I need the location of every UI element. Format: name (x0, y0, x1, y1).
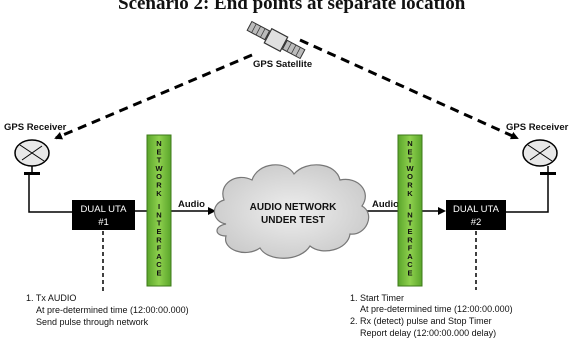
network-interface-letter: N (156, 139, 161, 148)
network-interface-letter: T (408, 219, 413, 228)
note-left-1: 1. Tx AUDIO (26, 293, 76, 303)
cloud-label-line1: AUDIO NETWORK (250, 202, 337, 213)
network-interface-letter: O (407, 172, 413, 181)
network-interface-letter: K (156, 189, 162, 198)
network-interface-letter: R (407, 181, 413, 190)
network-interface-letter: R (407, 235, 413, 244)
network-interface-letter: E (407, 147, 412, 156)
dual-uta-2-box (446, 200, 506, 230)
network-interface-left (146, 134, 172, 287)
audio-network-cloud (213, 164, 370, 259)
network-interface-letter: K (407, 189, 413, 198)
network-interface-letter: E (407, 227, 412, 236)
satellite-icon (246, 20, 306, 60)
cloud-label-line2: UNDER TEST (261, 215, 325, 226)
network-interface-letter: O (156, 172, 162, 181)
dual-uta-1-line2: #1 (98, 217, 109, 228)
network-interface-right (397, 134, 423, 287)
satellite-label: GPS Satellite (253, 59, 312, 70)
note-right-1: 1. Start Timer (350, 293, 404, 303)
network-interface-letter: E (156, 227, 161, 236)
network-interface-letter: T (157, 219, 162, 228)
network-interface-letter: E (407, 269, 412, 278)
note-left-2: At pre-determined time (12:00:00.000) (36, 305, 189, 315)
network-interface-letter: T (157, 156, 162, 165)
network-interface-letter: N (156, 210, 161, 219)
audio-label-left: Audio (178, 199, 205, 210)
network-interface-letter: I (158, 202, 160, 211)
network-interface-letter: T (408, 156, 413, 165)
network-interface-letter: N (407, 210, 412, 219)
network-interface-letter: R (156, 181, 162, 190)
network-interface-letter: F (408, 244, 413, 253)
network-interface-letter: A (156, 252, 162, 261)
network-interface-letter: W (406, 164, 414, 173)
network-interface-letter: N (407, 139, 412, 148)
dual-uta-2-line2: #2 (471, 217, 482, 228)
right-gps-dish-icon (522, 139, 558, 175)
network-interface-letter: F (157, 244, 162, 253)
note-right-2: At pre-determined time (12:00:00.000) (360, 304, 513, 314)
audio-label-right: Audio (372, 199, 399, 210)
left-receiver-label: GPS Receiver (4, 122, 67, 133)
right-receiver-cable (506, 175, 549, 213)
network-interface-letter: E (156, 147, 161, 156)
right-receiver-label: GPS Receiver (506, 122, 569, 133)
note-right-3: 2. Rx (detect) pulse and Stop Timer (350, 316, 492, 326)
note-right-4: Report delay (12:00:00.000 delay) (360, 328, 496, 338)
network-interface-letter: E (156, 269, 161, 278)
satellite-to-left-receiver-link (54, 53, 253, 140)
network-interface-letter: C (407, 260, 413, 269)
network-interface-letter: I (409, 202, 411, 211)
dual-uta-1-line1: DUAL UTA (81, 204, 128, 215)
note-left-3: Send pulse through network (36, 317, 149, 327)
dual-uta-2-line1: DUAL UTA (453, 204, 500, 215)
left-gps-dish-icon (14, 139, 50, 175)
network-interface-letter: W (155, 164, 163, 173)
diagram-title: Scenario 2: End points at separate locat… (118, 0, 466, 14)
left-receiver-cable (28, 175, 72, 213)
network-interface-letter: A (407, 252, 413, 261)
network-interface-letter: R (156, 235, 162, 244)
network-interface-letter: C (156, 260, 162, 269)
satellite-to-right-receiver-link (299, 38, 519, 140)
dual-uta-1-box (72, 200, 135, 230)
